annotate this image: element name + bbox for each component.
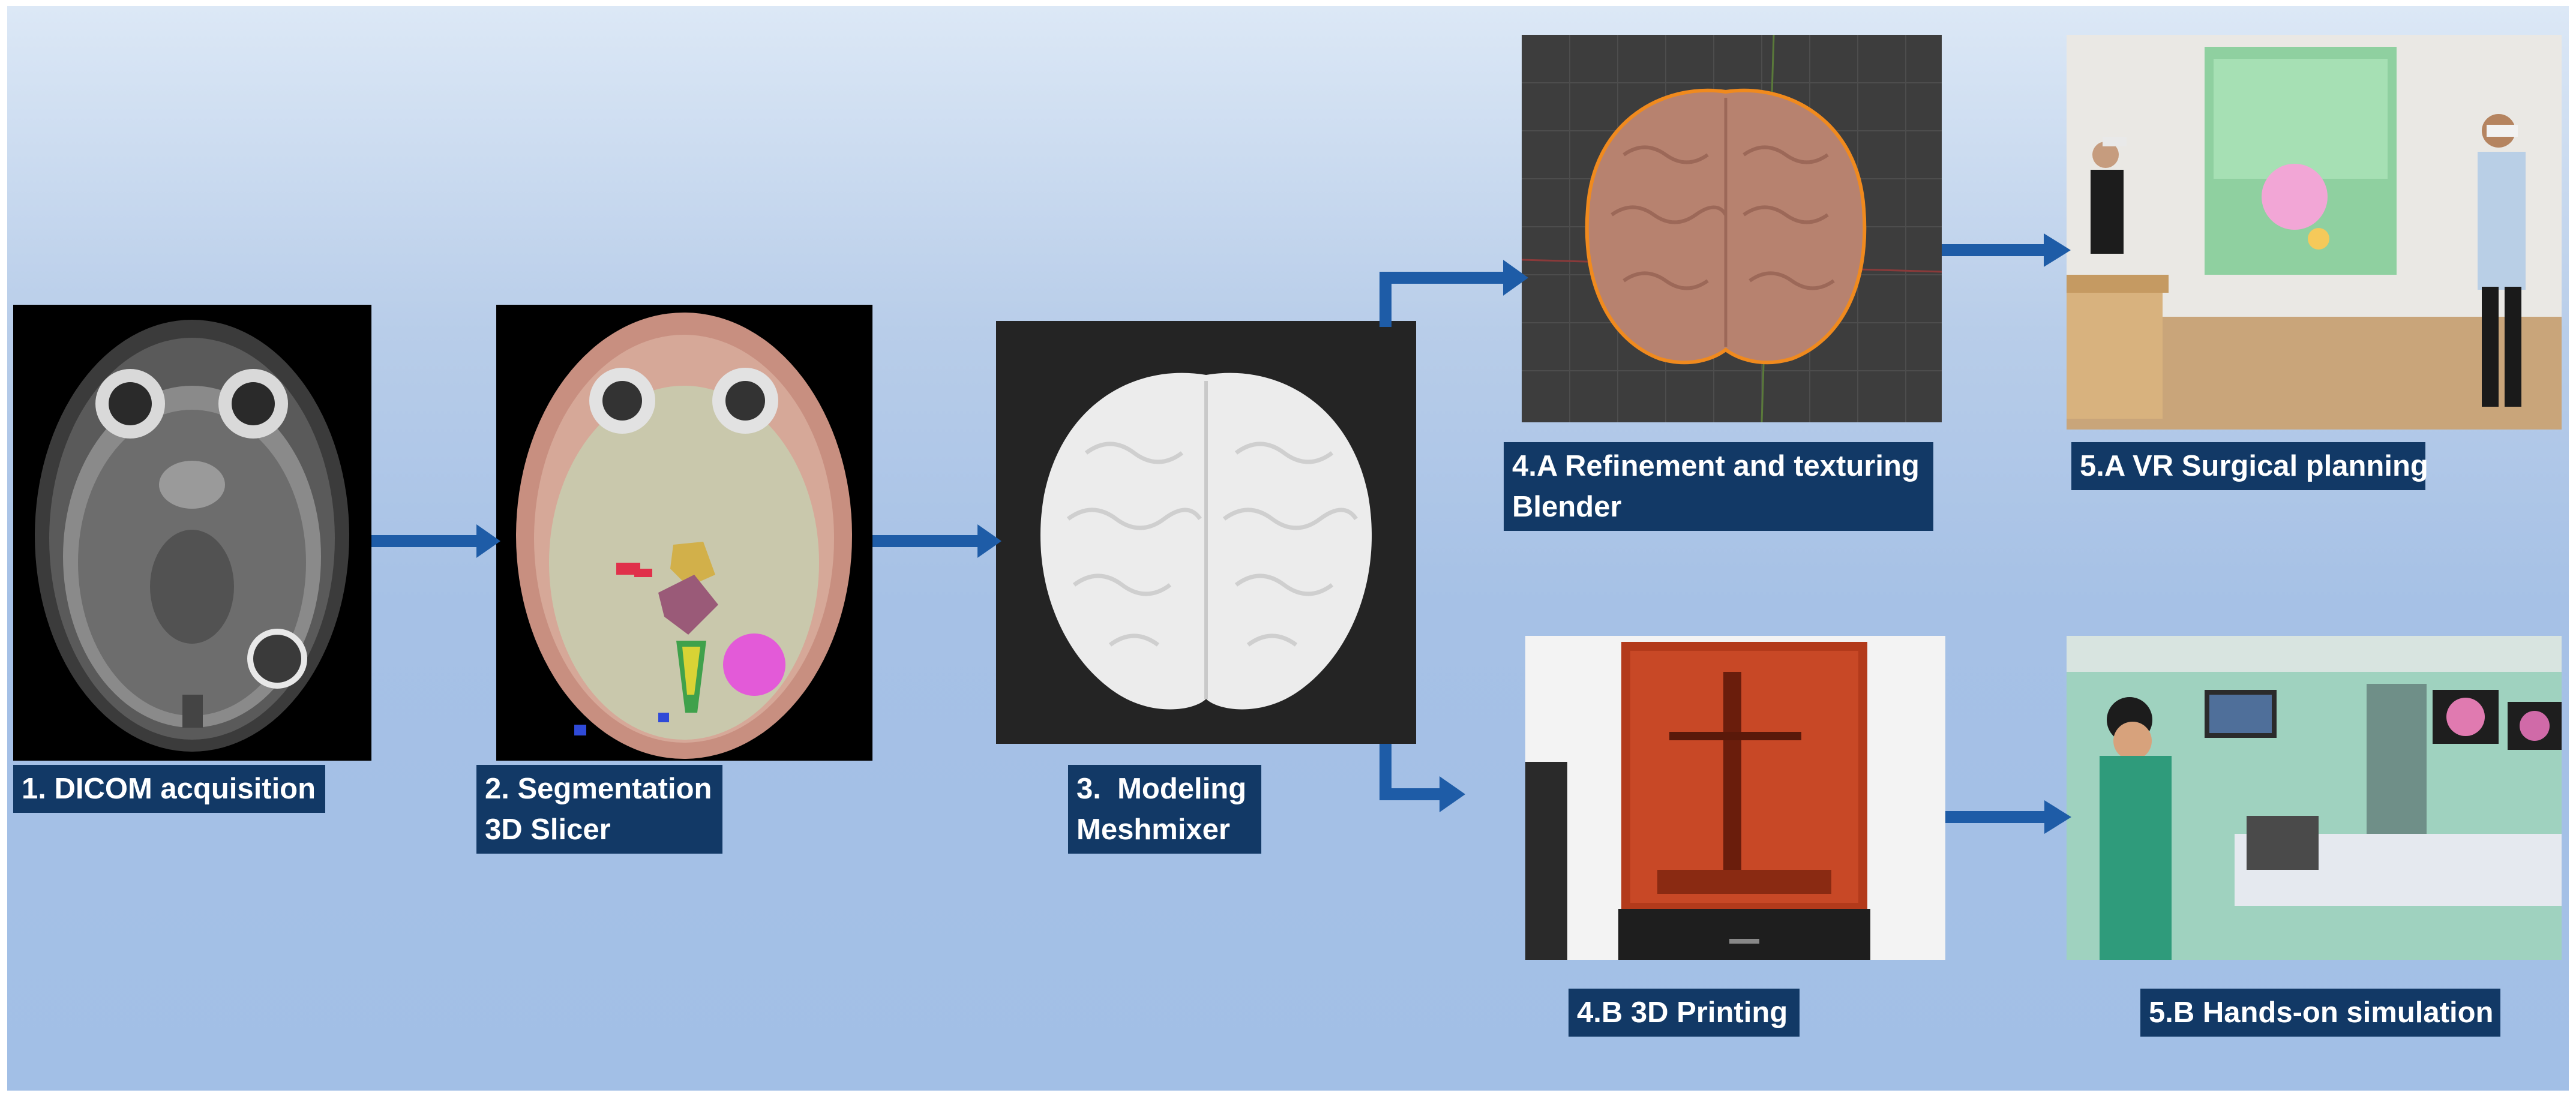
step-1-label: 1. DICOM acquisition	[13, 765, 325, 813]
hands-on-simulation-photo	[2067, 636, 2562, 960]
diagram-canvas: 1. DICOM acquisition 2. Segmentation 3D …	[7, 6, 2569, 1091]
resin-3d-printer-drawing	[1525, 636, 1945, 960]
arrow-4b-to-5b	[1945, 800, 2071, 834]
segmented-mri-scan-drawing	[516, 313, 852, 759]
step-4a-label: 4.A Refinement and texturing Blender	[1504, 442, 1933, 531]
step-5a-label: 5.A VR Surgical planning	[2071, 442, 2428, 490]
arrow-2-to-3	[872, 524, 1001, 558]
blender-texturing-image	[1522, 35, 1942, 422]
operating-room-simulation-drawing	[2067, 636, 2562, 960]
vr-headset-users-drawing	[2067, 35, 2562, 430]
textured-brain-in-blender-drawing	[1522, 35, 1942, 422]
step-3-label: 3. Modeling Meshmixer	[1068, 765, 1261, 854]
arrow-1-to-2	[371, 524, 500, 558]
step-4b-label: 4.B 3D Printing	[1569, 989, 1800, 1037]
step-2-label: 2. Segmentation 3D Slicer	[476, 765, 722, 854]
vr-planning-photo	[2067, 35, 2562, 430]
arrow-3-to-4a	[1380, 260, 1528, 327]
arrow-3-to-4b	[1380, 744, 1465, 812]
white-brain-mesh-drawing	[1040, 373, 1372, 710]
3d-printer-photo	[1525, 636, 1945, 960]
segmentation-image	[496, 305, 872, 761]
meshmixer-model-image	[996, 321, 1416, 744]
arrow-4a-to-5a	[1942, 233, 2071, 267]
dicom-mri-image	[13, 305, 371, 761]
step-5b-label: 5.B Hands-on simulation	[2140, 989, 2500, 1037]
axial-mri-scan-drawing	[35, 320, 349, 752]
